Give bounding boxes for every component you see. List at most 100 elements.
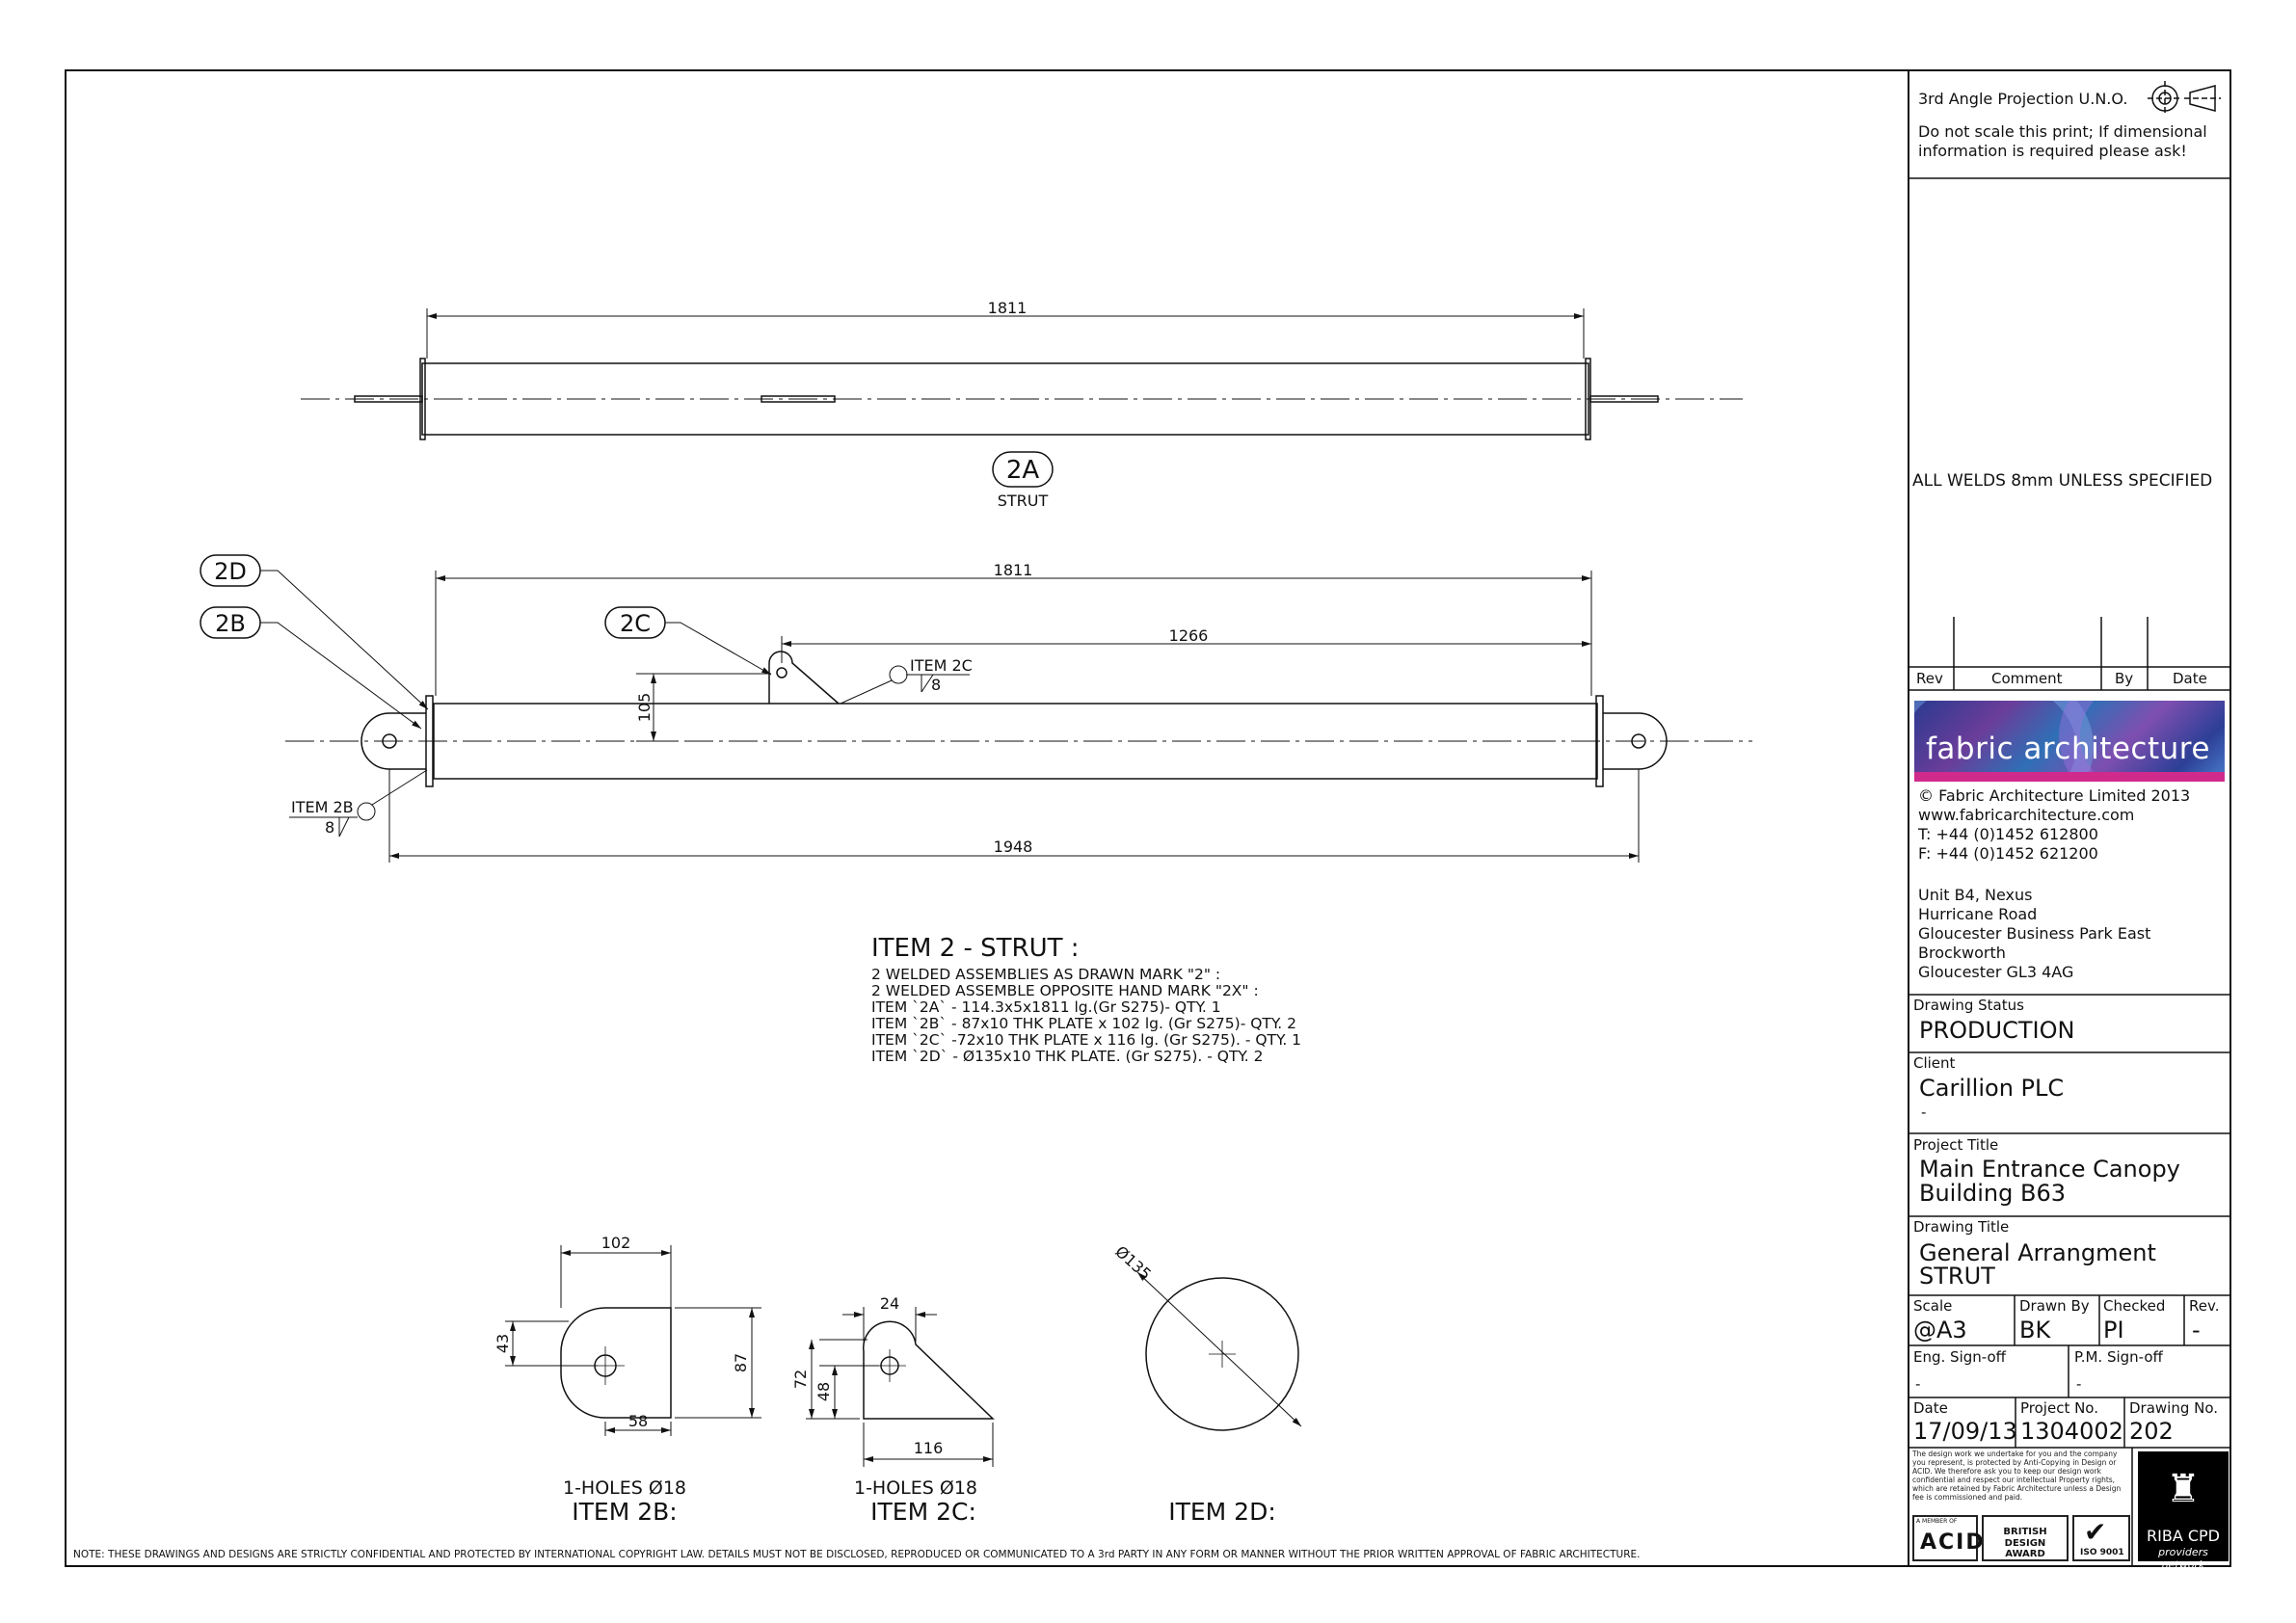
weld-2c-size: 8 bbox=[931, 676, 941, 694]
checked-value: PI bbox=[2103, 1317, 2124, 1344]
item-2b-dim-bottom: 58 bbox=[628, 1412, 648, 1430]
client-value: Carillion PLC bbox=[1919, 1075, 2065, 1102]
rev-header-by: By bbox=[2115, 670, 2134, 687]
logo-text: fabric architecture bbox=[1926, 732, 2210, 766]
item-2b-dim-width: 102 bbox=[601, 1234, 631, 1252]
date-label: Date bbox=[1913, 1399, 1948, 1417]
scale-value: @A3 bbox=[1913, 1317, 1967, 1344]
dim-text-105: 105 bbox=[635, 693, 654, 723]
scale-note-1: Do not scale this print; If dimensional bbox=[1918, 122, 2207, 141]
rev-header-rev: Rev bbox=[1916, 670, 1943, 687]
riba-subtext: providers network bbox=[2158, 1546, 2208, 1571]
item-2c-plate bbox=[863, 1320, 995, 1420]
drawing-title-label: Drawing Title bbox=[1913, 1218, 2010, 1236]
pm-signoff-label: P.M. Sign-off bbox=[2074, 1348, 2163, 1366]
weld-2b-size: 8 bbox=[325, 818, 334, 837]
fabric-architecture-logo: fabric architecture bbox=[1914, 701, 2225, 782]
address-line-5: Gloucester GL3 4AG bbox=[1918, 963, 2074, 981]
project-title-line-2: Building B63 bbox=[1919, 1180, 2066, 1207]
company-tel: T: +44 (0)1452 612800 bbox=[1918, 825, 2098, 843]
view-side-strut bbox=[285, 651, 1752, 787]
drawing-status-label: Drawing Status bbox=[1913, 997, 2024, 1014]
drawing-status-value: PRODUCTION bbox=[1919, 1017, 2075, 1044]
drawing-title-line-1: General Arrangment bbox=[1919, 1239, 2156, 1266]
balloon-2c-text: 2C bbox=[620, 610, 651, 637]
item-2b-title: ITEM 2B: bbox=[572, 1498, 677, 1526]
address-line-1: Unit B4, Nexus bbox=[1918, 886, 2033, 904]
acid-legal-text: The design work we undertake for you and… bbox=[1912, 1450, 2122, 1502]
rev-value: - bbox=[2192, 1317, 2201, 1344]
sheet-border bbox=[65, 69, 2231, 1567]
weld-2c-label: ITEM 2C bbox=[910, 656, 973, 675]
notes-line-2: 2 WELDED ASSEMBLE OPPOSITE HAND MARK "2X… bbox=[871, 982, 1259, 999]
dim-text-1266: 1266 bbox=[1169, 626, 1209, 645]
item-2c-title: ITEM 2C: bbox=[870, 1498, 976, 1526]
iso-9001-badge: ✔ ISO 9001 bbox=[2072, 1515, 2130, 1561]
item-2b-holes: 1-HOLES Ø18 bbox=[563, 1477, 686, 1499]
projection-note: 3rd Angle Projection U.N.O. bbox=[1918, 90, 2128, 108]
drawing-title-line-2: STRUT bbox=[1919, 1263, 1995, 1290]
client-label: Client bbox=[1913, 1054, 1956, 1072]
item-2c-dim-top: 24 bbox=[880, 1294, 899, 1313]
notes-line-6: ITEM `2D` - Ø135x10 THK PLATE. (Gr S275)… bbox=[871, 1048, 1263, 1065]
checked-label: Checked bbox=[2103, 1297, 2166, 1315]
company-copyright: © Fabric Architecture Limited 2013 bbox=[1918, 786, 2191, 805]
item-2b-plate bbox=[560, 1307, 672, 1419]
drawn-by-label: Drawn By bbox=[2019, 1297, 2090, 1315]
company-website[interactable]: www.fabricarchitecture.com bbox=[1918, 806, 2135, 824]
item-2c-dim-bottom: 116 bbox=[914, 1439, 944, 1457]
company-fax: F: +44 (0)1452 621200 bbox=[1918, 844, 2098, 863]
checkmark-icon: ✔ bbox=[2084, 1516, 2107, 1548]
riba-text: RIBA CPD bbox=[2147, 1527, 2220, 1545]
dim-text-side-1811: 1811 bbox=[994, 561, 1033, 579]
rev-label: Rev. bbox=[2189, 1297, 2220, 1315]
balloon-2a-text: 2A bbox=[1006, 456, 1040, 485]
weld-2b-label: ITEM 2B bbox=[291, 798, 354, 816]
drawn-by-value: BK bbox=[2019, 1317, 2051, 1344]
item-2c-dim-h1: 72 bbox=[791, 1370, 810, 1389]
welds-note: ALL WELDS 8mm UNLESS SPECIFIED bbox=[1912, 471, 2213, 491]
date-value: 17/09/13 bbox=[1913, 1418, 2017, 1445]
drawing-no-label: Drawing No. bbox=[2129, 1399, 2219, 1417]
riba-crest-icon: ♜ bbox=[2166, 1467, 2201, 1511]
item-2c-holes: 1-HOLES Ø18 bbox=[854, 1477, 977, 1499]
address-line-4: Brockworth bbox=[1918, 944, 2006, 962]
item-2b-dim-height: 87 bbox=[732, 1353, 750, 1372]
pm-signoff-value: - bbox=[2076, 1375, 2082, 1393]
balloon-2b-text: 2B bbox=[215, 610, 246, 637]
rev-header-comment: Comment bbox=[1991, 670, 2063, 687]
notes-line-3: ITEM `2A` - 114.3x5x1811 lg.(Gr S275)- Q… bbox=[871, 998, 1221, 1016]
project-no-value: 1304002 bbox=[2020, 1418, 2123, 1445]
notes-heading: ITEM 2 - STRUT : bbox=[871, 934, 1080, 963]
rev-header-date: Date bbox=[2173, 670, 2207, 687]
notes-line-5: ITEM `2C` -72x10 THK PLATE x 116 lg. (Gr… bbox=[871, 1031, 1301, 1049]
footer-confidentiality-note: NOTE: THESE DRAWINGS AND DESIGNS ARE STR… bbox=[73, 1549, 1641, 1560]
project-no-label: Project No. bbox=[2020, 1399, 2098, 1417]
drawing-no-value: 202 bbox=[2129, 1418, 2174, 1445]
item-2d-disc bbox=[1136, 1271, 1302, 1431]
scale-note-2: information is required please ask! bbox=[1918, 142, 2187, 160]
acid-badge: A MEMBER OF ACID bbox=[1912, 1515, 1984, 1561]
dim-text-2a-1811: 1811 bbox=[988, 299, 1028, 317]
project-title-label: Project Title bbox=[1913, 1136, 1999, 1154]
notes-line-1: 2 WELDED ASSEMBLIES AS DRAWN MARK "2" : bbox=[871, 966, 1220, 983]
british-design-award-badge: BRITISH DESIGN AWARD bbox=[1982, 1515, 2069, 1561]
notes-line-4: ITEM `2B` - 87x10 THK PLATE x 102 lg. (G… bbox=[871, 1015, 1296, 1032]
balloon-2d-text: 2D bbox=[214, 558, 247, 585]
client-value-2: - bbox=[1921, 1104, 1927, 1121]
item-2c-dim-h2: 48 bbox=[814, 1382, 833, 1401]
scale-label: Scale bbox=[1913, 1297, 1953, 1315]
eng-signoff-label: Eng. Sign-off bbox=[1913, 1348, 2006, 1366]
eng-signoff-value: - bbox=[1915, 1375, 1921, 1393]
dim-text-1948: 1948 bbox=[994, 838, 1033, 856]
item-2b-dim-hole: 43 bbox=[494, 1334, 512, 1353]
balloon-2a bbox=[992, 451, 1054, 488]
address-line-3: Gloucester Business Park East bbox=[1918, 924, 2151, 943]
acid-text: ACID bbox=[1920, 1530, 1986, 1555]
project-title-line-1: Main Entrance Canopy bbox=[1919, 1156, 2180, 1183]
third-angle-projection-symbol bbox=[2148, 81, 2221, 116]
view-2a-strut bbox=[301, 358, 1743, 440]
riba-cpd-badge: ♜ RIBA CPD providers network bbox=[2138, 1451, 2229, 1571]
address-line-2: Hurricane Road bbox=[1918, 905, 2038, 923]
